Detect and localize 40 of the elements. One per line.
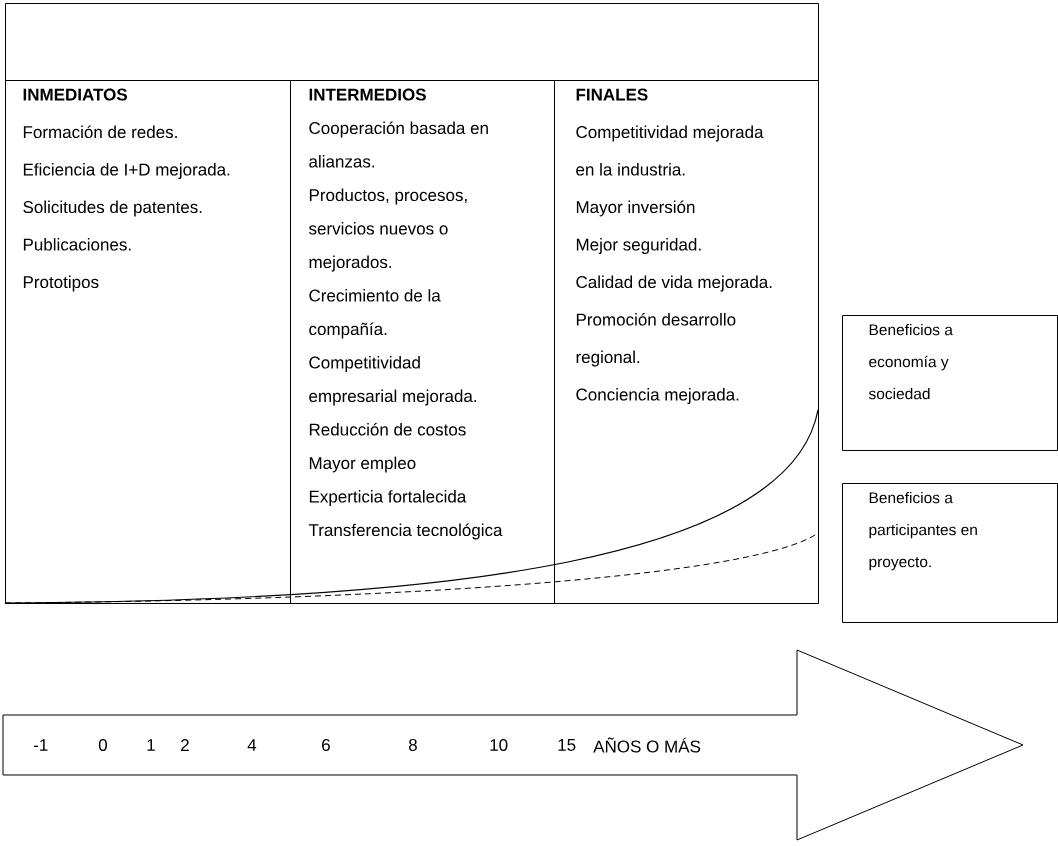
- list-item: Mejor seguridad.: [576, 238, 701, 254]
- list-item: Promoción desarrollo regional.: [576, 312, 736, 367]
- year-label: 15: [558, 739, 576, 751]
- benefit-box: [842, 483, 1058, 623]
- year-label: 6: [322, 739, 330, 751]
- year-label: 8: [408, 739, 417, 751]
- column-heading: INTERMEDIOS: [309, 88, 426, 101]
- column-box: [290, 80, 555, 604]
- list-item: Calidad de vida mejorada.: [576, 275, 772, 292]
- list-item: Cooperación basada en alianzas.: [309, 121, 488, 168]
- year-label: 1: [147, 739, 155, 751]
- benefit-box: [842, 315, 1058, 451]
- box-text: Beneficios a economía y sociedad: [868, 323, 953, 400]
- column-heading: INMEDIATOS: [23, 88, 127, 101]
- list-item: Prototipos: [23, 275, 99, 292]
- axis-label: AÑOS O MÁS: [593, 737, 701, 753]
- header-band: [5, 3, 819, 81]
- box-text: Beneficios a participantes en proyecto.: [869, 491, 977, 571]
- list-item: Eficiencia de I+D mejorada.: [23, 163, 230, 179]
- column-box: [5, 80, 291, 604]
- list-item: Mayor empleo: [309, 456, 416, 473]
- list-item: Conciencia mejorada.: [576, 388, 739, 404]
- list-item: Competitividad mejorada en la industria.: [576, 125, 764, 176]
- year-label: 10: [490, 739, 508, 751]
- column-box: [554, 80, 819, 604]
- list-item: Reducción de costos: [309, 422, 466, 436]
- year-label: 4: [247, 739, 257, 751]
- list-item: Solicitudes de patentes.: [23, 200, 202, 217]
- list-item: Crecimiento de la compañía.: [309, 289, 441, 339]
- list-item: Productos, procesos, servicios nuevos o mejorados.: [309, 188, 467, 272]
- list-item: Publicaciones.: [23, 238, 131, 251]
- list-item: Formación de redes.: [23, 125, 177, 139]
- year-label: -1: [33, 739, 48, 751]
- year-label: 0: [98, 739, 107, 751]
- year-label: 2: [181, 739, 189, 751]
- list-item: Experticia fortalecida: [309, 490, 467, 506]
- list-item: Transferencia tecnológica: [308, 523, 503, 540]
- list-item: Mayor inversión: [576, 200, 695, 217]
- list-item: Competitividad empresarial mejorada.: [309, 356, 477, 406]
- column-heading: FINALES: [576, 88, 648, 101]
